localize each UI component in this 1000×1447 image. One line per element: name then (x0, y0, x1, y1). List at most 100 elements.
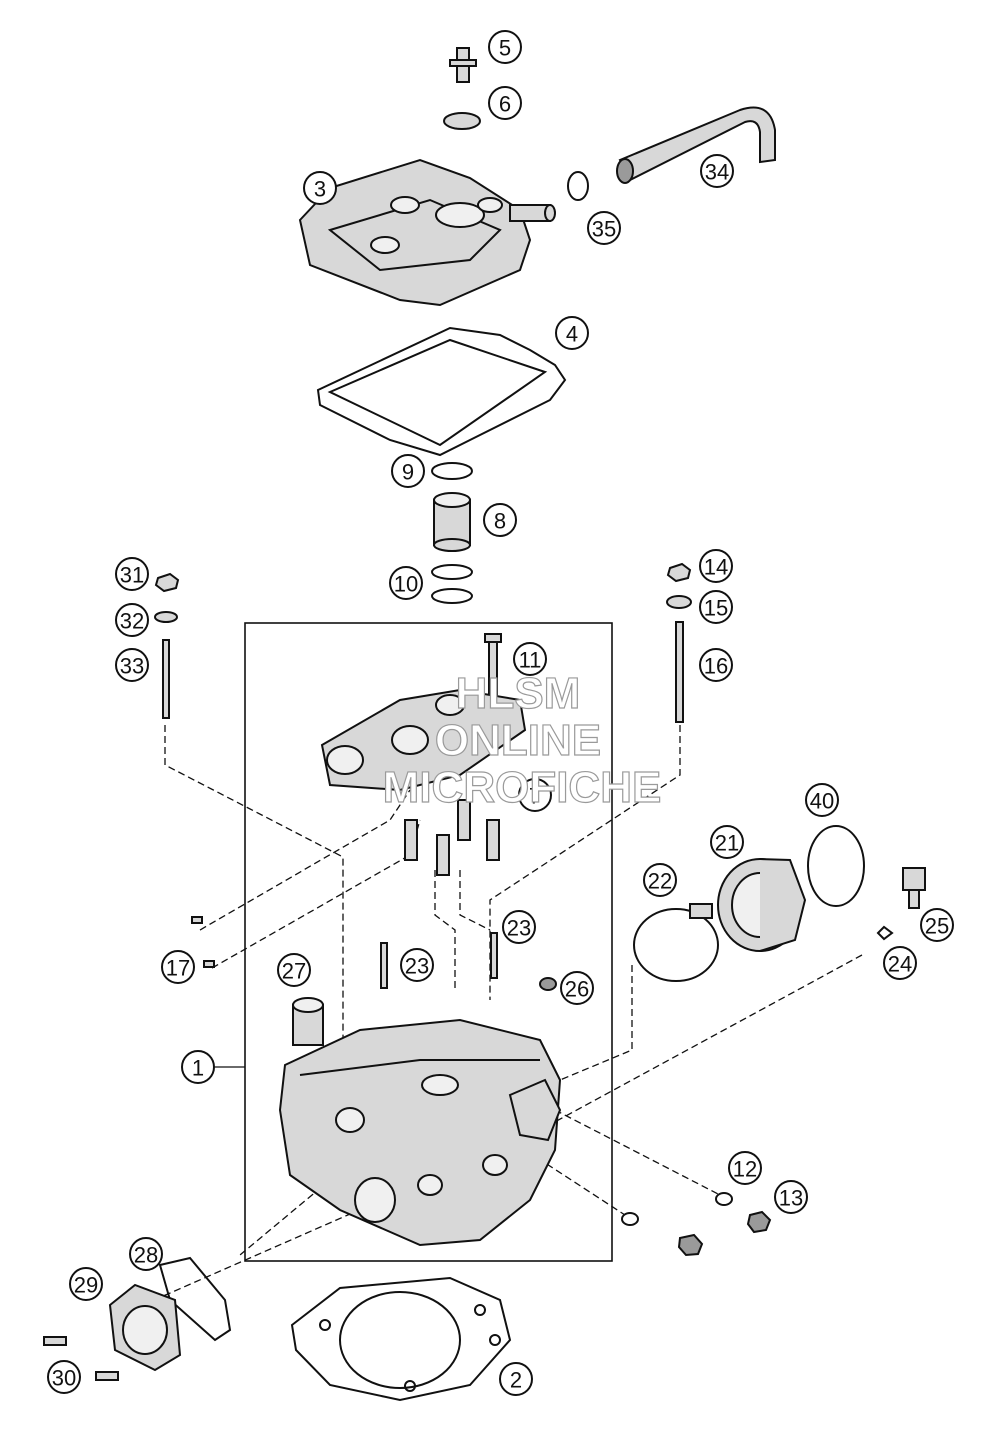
callout-24: 24 (883, 946, 917, 980)
callout-circle (129, 1237, 163, 1271)
callout-number: 30 (52, 1366, 76, 1391)
callout-circle (277, 953, 311, 987)
callout-circle (161, 950, 195, 984)
callout-4: 4 (555, 316, 589, 350)
callout-circle (513, 642, 547, 676)
callout-40: 40 (805, 783, 839, 817)
callout-number: 35 (592, 217, 616, 242)
callout-23: 23 (400, 948, 434, 982)
camshaft-bearing-bridge (320, 688, 527, 876)
callout-6: 6 (488, 86, 522, 120)
callout-number: 4 (566, 322, 578, 347)
intake-hose-clamp (633, 903, 719, 982)
callout-7: 7 (518, 778, 552, 812)
callout-number: 5 (499, 36, 511, 61)
callout-12: 12 (728, 1151, 762, 1185)
callout-number: 8 (494, 509, 506, 534)
callout-circle (518, 778, 552, 812)
watermark: HLSM ONLINE MICROFICHE (382, 668, 662, 812)
camshaft-bridge-bolt-head (484, 633, 502, 643)
callout-circle (488, 30, 522, 64)
callout-15: 15 (699, 590, 733, 624)
callout-circle (47, 1360, 81, 1394)
callout-circle (115, 603, 149, 637)
callout-number: 3 (314, 177, 326, 202)
valve-cover-gasket (316, 326, 567, 457)
callout-9: 9 (391, 454, 425, 488)
callout-30: 30 (47, 1360, 81, 1394)
nut-left (154, 572, 180, 593)
callout-number: 6 (499, 92, 511, 117)
o-ring-upper (431, 564, 473, 580)
valve-cover (298, 158, 556, 307)
callout-circle (587, 211, 621, 245)
callout-number: 2 (510, 1368, 522, 1393)
callout-31: 31 (115, 557, 149, 591)
temperature-sensor (902, 867, 926, 909)
callout-10: 10 (389, 566, 423, 600)
callout-17: 17 (161, 950, 195, 984)
stud-right (675, 621, 684, 723)
callout-circle (400, 948, 434, 982)
callout-number: 15 (704, 596, 728, 621)
callout-22: 22 (643, 863, 677, 897)
seal-ring-small (715, 1192, 733, 1206)
small-screw-b (203, 960, 215, 968)
callout-number: 11 (519, 648, 542, 673)
callout-5: 5 (488, 30, 522, 64)
callout-circle (700, 154, 734, 188)
callout-23: 23 (502, 910, 536, 944)
callout-circle (389, 566, 423, 600)
callout-2: 2 (499, 1362, 533, 1396)
callout-circle (699, 549, 733, 583)
callout-circle (483, 503, 517, 537)
small-screw-a (191, 916, 203, 924)
callout-28: 28 (129, 1237, 163, 1271)
watermark-line-3: MICROFICHE (383, 763, 662, 812)
callout-circle (699, 648, 733, 682)
seal-ring-plug-left (621, 1212, 639, 1226)
spark-plug-tube (433, 492, 471, 552)
intake-flange (717, 858, 807, 952)
callout-11: 11 (513, 642, 547, 676)
callout-number: 26 (565, 977, 589, 1002)
callout-circle (391, 454, 425, 488)
nut-right (666, 562, 692, 583)
callout-circle (774, 1180, 808, 1214)
callout-circle (499, 1362, 533, 1396)
cylinder-head-gasket (290, 1276, 512, 1402)
flange-bolt-a (43, 1336, 67, 1346)
o-ring-lower (431, 588, 473, 604)
callout-circle (805, 783, 839, 817)
callout-circle (883, 946, 917, 980)
valve-cover-washer (443, 112, 481, 130)
callout-number: 40 (810, 789, 834, 814)
callout-27: 27 (277, 953, 311, 987)
callout-number: 33 (120, 654, 144, 679)
valve-cover-gasket-inner (327, 338, 548, 447)
callout-33: 33 (115, 648, 149, 682)
screw-plug-hex (746, 1210, 772, 1234)
callout-number: 27 (282, 959, 306, 984)
hose-clamp-small (567, 171, 589, 201)
callout-circle (69, 1267, 103, 1301)
callout-number: 34 (705, 160, 729, 185)
callout-number: 22 (648, 869, 672, 894)
flange-bolt-b (95, 1371, 119, 1381)
callout-number: 7 (529, 784, 541, 809)
callout-number: 24 (888, 952, 912, 977)
callout-number: 23 (507, 916, 531, 941)
callout-number: 25 (925, 914, 949, 939)
callout-number: 28 (134, 1243, 158, 1268)
callout-circle (920, 908, 954, 942)
callout-number: 23 (405, 954, 429, 979)
watermark-line-1: HLSM (456, 669, 581, 718)
callout-number: 13 (779, 1186, 803, 1211)
callout-number: 10 (394, 572, 418, 597)
callout-circle (488, 86, 522, 120)
callout-32: 32 (115, 603, 149, 637)
callout-circle (699, 590, 733, 624)
washer-left (154, 611, 178, 623)
callout-circle (502, 910, 536, 944)
